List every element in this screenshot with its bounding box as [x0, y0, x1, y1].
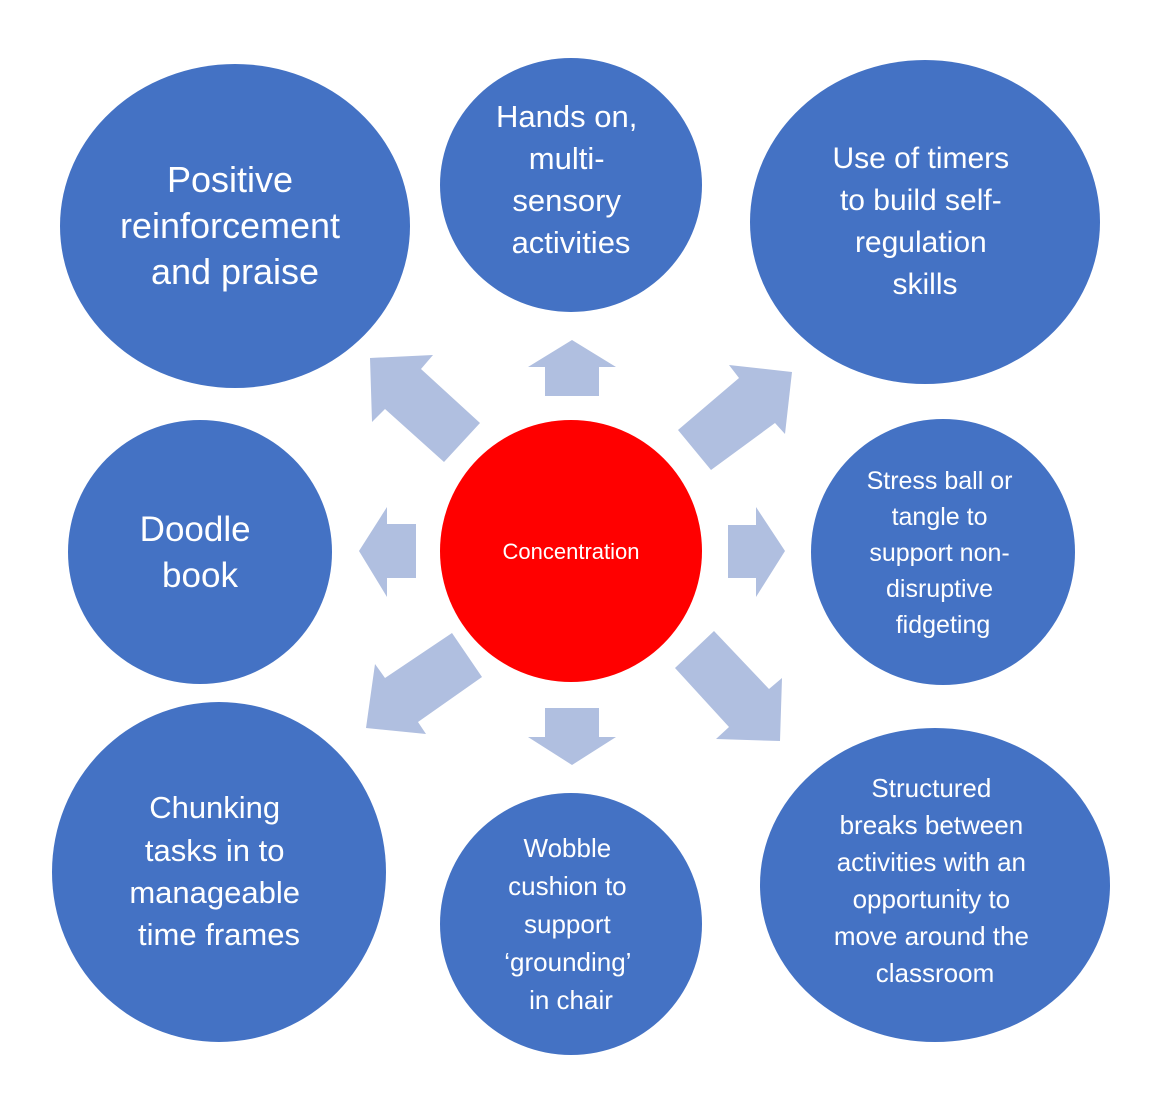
node-label: Stress ball or tangle to support non- di…	[867, 467, 1020, 639]
node-circle	[750, 60, 1100, 384]
label-line: tangle to	[892, 503, 988, 531]
label-line: in chair	[529, 985, 613, 1015]
label-line: activities	[512, 225, 631, 260]
label-line: Doodle	[140, 510, 251, 549]
label-line: breaks between	[840, 810, 1024, 840]
node-stress-ball: Stress ball or tangle to support non- di…	[811, 419, 1075, 685]
center-circle	[440, 420, 702, 682]
node-circle	[440, 793, 702, 1055]
label-line: multi-	[529, 141, 605, 176]
arrow-up	[528, 340, 616, 396]
node-circle	[52, 702, 386, 1042]
label-line: support	[524, 909, 611, 939]
node-positive-reinforcement: Positive reinforcement and praise	[60, 64, 410, 388]
label-line: manageable	[129, 875, 300, 910]
label-line: tasks in to	[145, 833, 285, 868]
node-label: Positive reinforcement and praise	[120, 159, 350, 292]
label-line: activities with an	[837, 847, 1026, 877]
label-line: sensory	[512, 183, 621, 218]
center-node: Concentration	[440, 420, 702, 682]
label-line: classroom	[876, 958, 994, 988]
label-line: cushion to	[508, 871, 627, 901]
label-line: book	[162, 556, 238, 595]
arrow-down-right	[675, 631, 782, 741]
arrow-down-left	[366, 633, 482, 734]
node-label: Wobble cushion to support ‘grounding’ in…	[504, 833, 637, 1015]
label-line: ‘grounding’	[504, 947, 630, 977]
label-line: and praise	[151, 251, 319, 292]
strategy-nodes: Positive reinforcement and praise Hands …	[52, 58, 1110, 1055]
node-hands-on: Hands on, multi- sensory activities	[440, 58, 702, 312]
label-line: Wobble	[524, 833, 612, 863]
center-label: Concentration	[503, 539, 640, 564]
node-timers: Use of timers to build self- regulation …	[750, 60, 1100, 384]
arrow-up-left	[370, 355, 480, 462]
node-label: Structured breaks between activities wit…	[834, 773, 1036, 988]
label-line: reinforcement	[120, 205, 340, 246]
label-line: Stress ball or	[867, 467, 1013, 495]
node-circle	[60, 64, 410, 388]
node-label: Hands on, multi- sensory activities	[496, 99, 646, 260]
arrow-down	[528, 708, 616, 765]
label-line: skills	[893, 268, 958, 301]
node-wobble-cushion: Wobble cushion to support ‘grounding’ in…	[440, 793, 702, 1055]
arrow-up-right	[678, 365, 792, 470]
node-chunking: Chunking tasks in to manageable time fra…	[52, 702, 386, 1042]
arrow-left	[359, 507, 416, 597]
label-line: Chunking	[149, 790, 280, 825]
label-line: Positive	[167, 159, 293, 200]
node-circle	[440, 58, 702, 312]
label-line: support non-	[869, 539, 1009, 567]
node-circle	[760, 728, 1110, 1042]
label-line: fidgeting	[896, 611, 991, 639]
arrow-right	[728, 507, 785, 597]
label-line: opportunity to	[853, 884, 1011, 914]
label-line: to build self-	[840, 184, 1002, 217]
label-line: disruptive	[886, 575, 993, 603]
node-label: Use of timers to build self- regulation …	[832, 142, 1017, 301]
node-doodle-book: Doodle book	[68, 420, 332, 684]
node-circle	[811, 419, 1075, 685]
node-label: Doodle book	[140, 510, 261, 595]
label-line: Hands on,	[496, 99, 637, 134]
label-line: regulation	[855, 226, 987, 259]
node-circle	[68, 420, 332, 684]
node-structured-breaks: Structured breaks between activities wit…	[760, 728, 1110, 1042]
label-line: time frames	[138, 917, 300, 952]
label-line: Structured	[871, 773, 991, 803]
arrows	[359, 340, 792, 765]
label-line: move around the	[834, 921, 1029, 951]
node-label: Chunking tasks in to manageable time fra…	[129, 790, 308, 952]
label-line: Use of timers	[832, 142, 1009, 175]
